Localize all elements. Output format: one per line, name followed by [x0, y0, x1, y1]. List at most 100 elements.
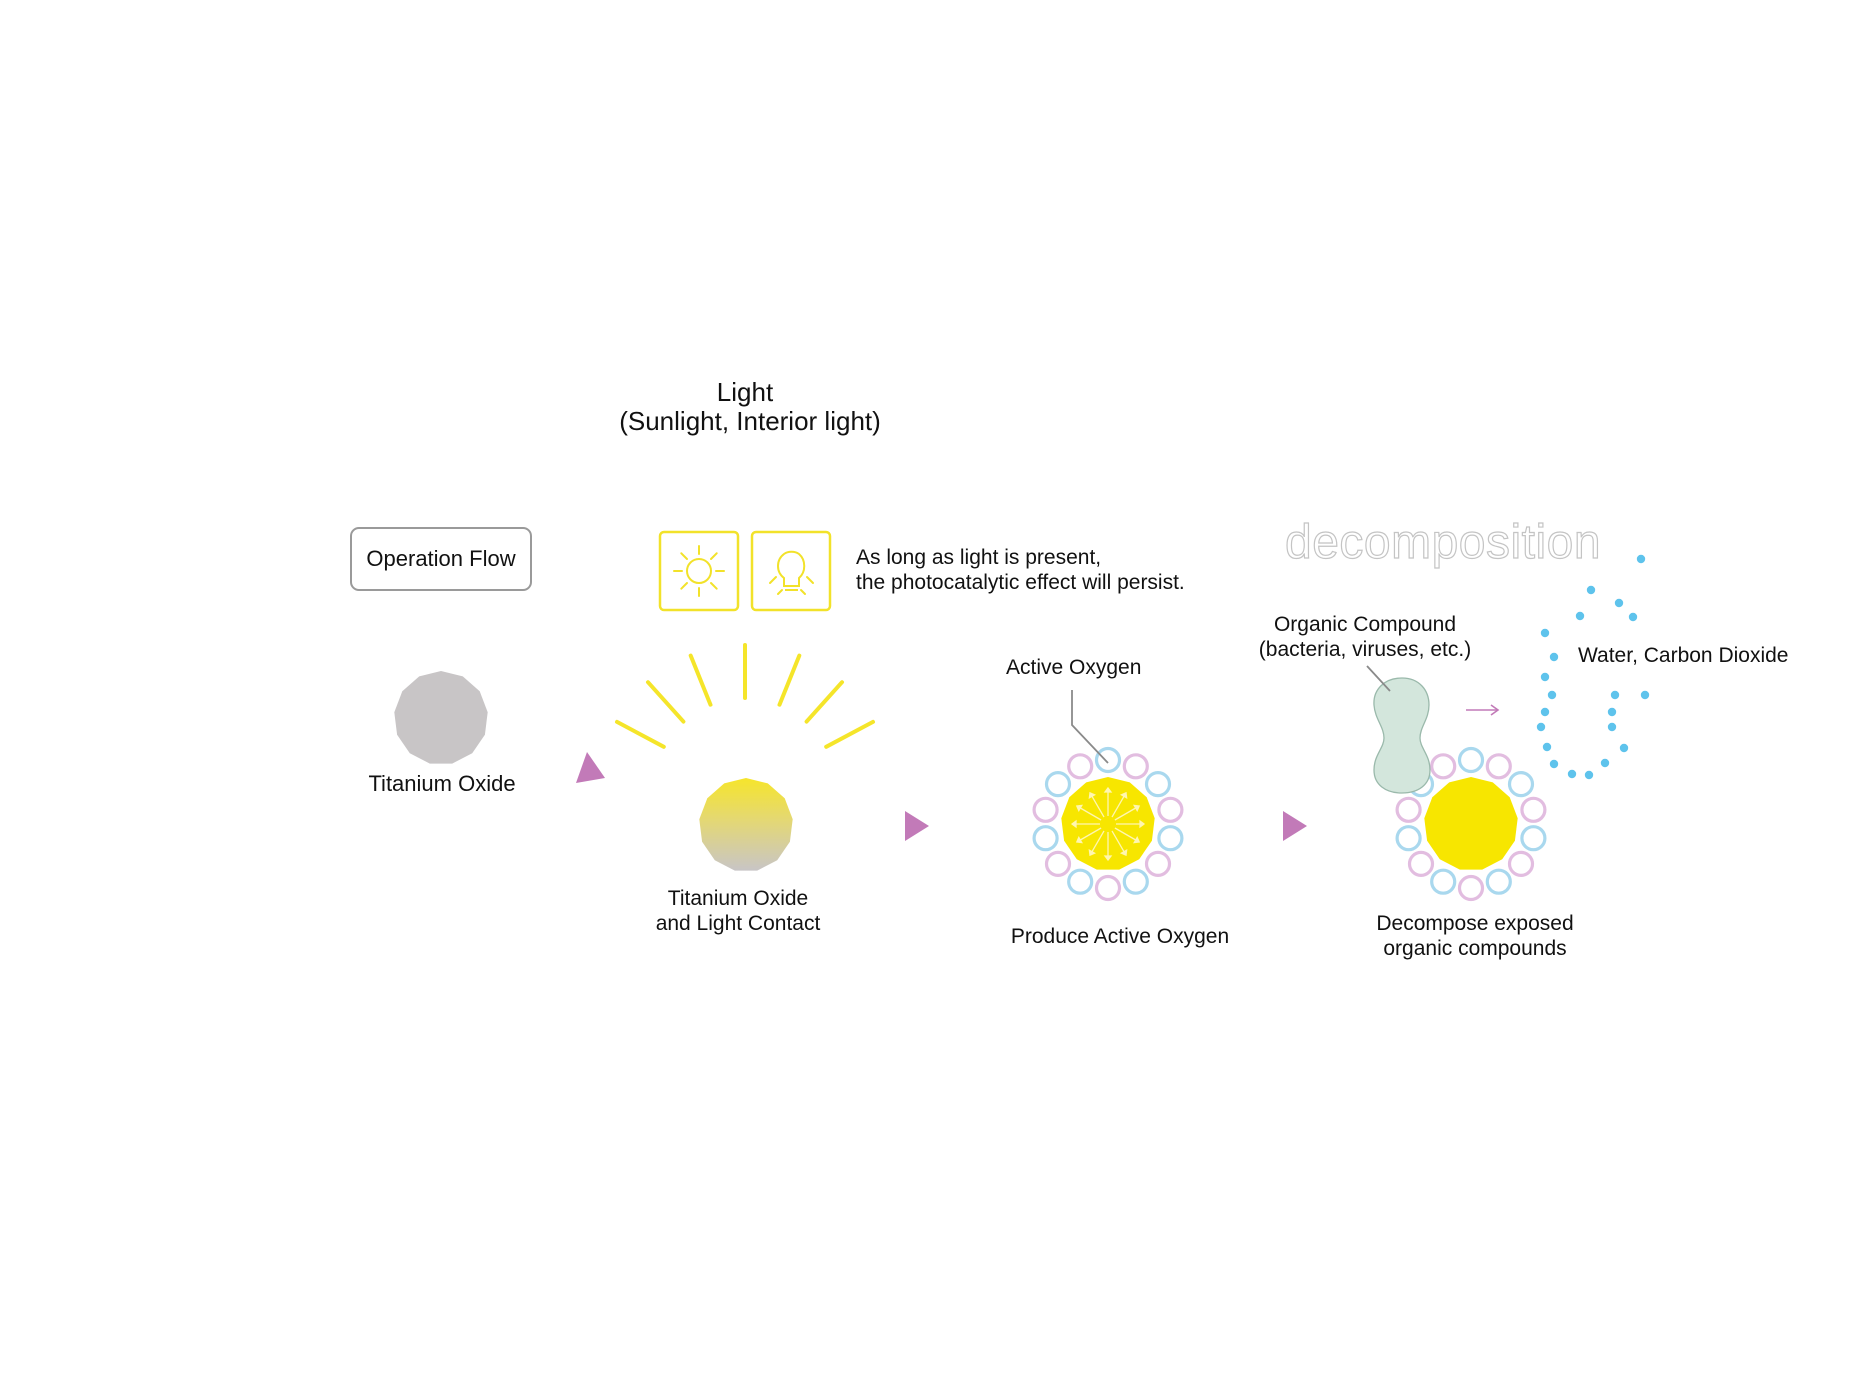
light-ray — [646, 680, 686, 724]
water-dot — [1586, 585, 1596, 595]
core-arrow-head — [1070, 819, 1077, 829]
water-dot — [1536, 722, 1546, 732]
light-ray — [777, 653, 802, 707]
core-arrow — [1079, 807, 1102, 821]
water-co2-label: Water, Carbon Dioxide — [1578, 644, 1789, 667]
light-ray — [615, 719, 666, 749]
light-rays — [615, 643, 875, 749]
water-dot — [1607, 722, 1617, 732]
core-arrow-head — [1075, 804, 1084, 813]
core-arrow — [1111, 795, 1125, 818]
water-dot — [1610, 690, 1620, 700]
core-arrow-head — [1139, 819, 1146, 829]
water-dot — [1567, 769, 1577, 779]
active-oxygen-bubble — [1507, 850, 1535, 878]
active-oxygen-bubble — [1157, 825, 1184, 852]
active-oxygen-bubble — [1485, 868, 1512, 895]
light-bulb-icon — [750, 530, 832, 612]
water-dot — [1547, 690, 1557, 700]
active-oxygen-bubble — [1122, 753, 1149, 780]
core-arrow — [1091, 830, 1105, 853]
flow-arrow-3 — [1283, 811, 1307, 841]
water-dot — [1540, 672, 1550, 682]
core-arrow-head — [1088, 791, 1097, 800]
water-dot — [1607, 707, 1617, 717]
water-dot — [1600, 758, 1610, 768]
light-note: As long as light is present, the photoca… — [856, 546, 1185, 594]
water-dot — [1628, 612, 1638, 622]
organic-compound-label: Organic Compound (bacteria, viruses, etc… — [1258, 613, 1472, 661]
active-oxygen-bubble — [1032, 825, 1059, 852]
water-dot — [1540, 707, 1550, 717]
sun-icon — [658, 530, 740, 612]
core-arrow-head — [1132, 835, 1141, 844]
water-dot — [1575, 611, 1585, 621]
titanium-oxide-particle — [394, 671, 488, 764]
core-arrow — [1114, 827, 1137, 841]
active-oxygen-bubble — [1457, 874, 1485, 902]
active-oxygen-bubble — [1407, 850, 1435, 878]
active-oxygen-bubble — [1044, 850, 1072, 878]
core-arrow-head — [1119, 848, 1128, 857]
core-arrow — [1091, 795, 1105, 818]
organic-compound-leader — [1366, 665, 1391, 692]
active-oxygen-bubble — [1520, 796, 1547, 823]
decomposition-arrow — [1466, 704, 1500, 716]
sun-ray — [680, 582, 688, 590]
core-arrow-head — [1103, 855, 1113, 862]
core-arrow — [1114, 807, 1137, 821]
water-dot — [1542, 742, 1552, 752]
titanium-oxide-light-particle — [699, 778, 793, 871]
core-arrow — [1111, 830, 1125, 853]
light-subtitle: (Sunlight, Interior light) — [619, 406, 881, 436]
light-ray — [804, 680, 844, 724]
active-oxygen-bubble — [1067, 753, 1094, 780]
water-dot — [1640, 690, 1650, 700]
active-oxygen-core — [1061, 777, 1155, 870]
active-oxygen-bubble — [1032, 796, 1059, 823]
water-dot — [1540, 628, 1550, 638]
active-oxygen-bubble — [1094, 746, 1122, 774]
active-oxygen-bubble — [1430, 753, 1457, 780]
water-dot — [1636, 554, 1646, 564]
decomposition-label: decomposition — [1284, 515, 1602, 569]
active-oxygen-bubble — [1507, 770, 1535, 798]
light-ray — [688, 653, 713, 707]
sun-ray — [680, 552, 688, 560]
produce-oxygen-label: Produce Active Oxygen — [1010, 925, 1230, 948]
active-oxygen-bubble — [1457, 746, 1485, 774]
light-title: Light — [716, 377, 774, 407]
active-oxygen-bubble — [1157, 796, 1184, 823]
core-arrow-head — [1103, 786, 1113, 793]
sun-ray — [710, 582, 718, 590]
active-oxygen-bubble — [1430, 868, 1457, 895]
decompose-label: Decompose exposed organic compounds — [1376, 912, 1574, 960]
active-oxygen-bubble — [1395, 825, 1422, 852]
water-dot — [1619, 743, 1629, 753]
core-arrow-head — [1132, 804, 1141, 813]
active-oxygen-bubble — [1520, 825, 1547, 852]
light-ray — [824, 719, 875, 749]
water-dot — [1549, 759, 1559, 769]
active-oxygen-bubble — [1094, 874, 1122, 902]
sun-ray — [710, 552, 718, 560]
core-arrow — [1079, 827, 1102, 841]
active-oxygen-bubble — [1067, 868, 1094, 895]
active-oxygen-bubble — [1122, 868, 1149, 895]
light-contact-label: Titanium Oxide and Light Contact — [655, 887, 821, 935]
active-oxygen-leader — [1071, 690, 1109, 764]
flow-arrow-2 — [905, 811, 929, 841]
active-oxygen-particle — [1032, 746, 1184, 902]
active-oxygen-bubble — [1144, 850, 1172, 878]
water-dot — [1549, 652, 1559, 662]
organic-compound-shape — [1373, 677, 1431, 794]
active-oxygen-bubble — [1044, 770, 1072, 798]
active-oxygen-label: Active Oxygen — [1006, 656, 1142, 679]
titanium-oxide-label: Titanium Oxide — [368, 771, 516, 796]
operation-flow-label: Operation Flow — [350, 527, 532, 591]
core-arrow-head — [1075, 835, 1084, 844]
core-arrow-head — [1119, 791, 1128, 800]
water-dot — [1584, 770, 1594, 780]
flow-arrow-1 — [576, 752, 605, 783]
